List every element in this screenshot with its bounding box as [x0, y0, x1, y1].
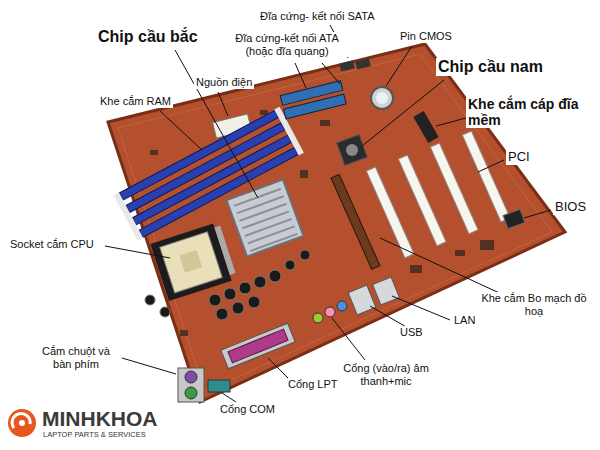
- part-label: Chip cầu bắc: [96, 28, 200, 46]
- part-label: Cổng (vào/ra) âm thanh+mic: [334, 362, 438, 387]
- part-label: Khe cắm Bo mạch đồ hoạ: [478, 292, 590, 317]
- part-label: Chip cầu nam: [436, 58, 545, 76]
- part-label: Đĩa cứng- kết nối SATA: [258, 10, 377, 23]
- part-label: Cổng COM: [218, 403, 277, 416]
- watermark: MINHKHOA: [40, 407, 160, 431]
- part-label: Socket cắm CPU: [8, 238, 96, 251]
- part-label: LAN: [452, 314, 477, 327]
- part-label: Cổng LPT: [286, 378, 340, 391]
- part-label: Cắm chuột và bàn phím: [30, 345, 122, 370]
- part-label: USB: [398, 326, 425, 339]
- part-label: Đĩa cứng-kết nối ATA (hoặc đĩa quang): [226, 32, 348, 57]
- part-label: Khe cắm RAM: [98, 95, 173, 108]
- part-label: Nguồn điện: [194, 76, 254, 89]
- part-label: BIOS: [553, 200, 588, 215]
- part-label: PCI: [506, 150, 532, 165]
- part-label: Khe cắm cáp đĩa mềm: [466, 96, 594, 128]
- part-label: Pin CMOS: [398, 30, 454, 43]
- watermark: LAPTOP PARTS & SERVICES: [41, 431, 148, 440]
